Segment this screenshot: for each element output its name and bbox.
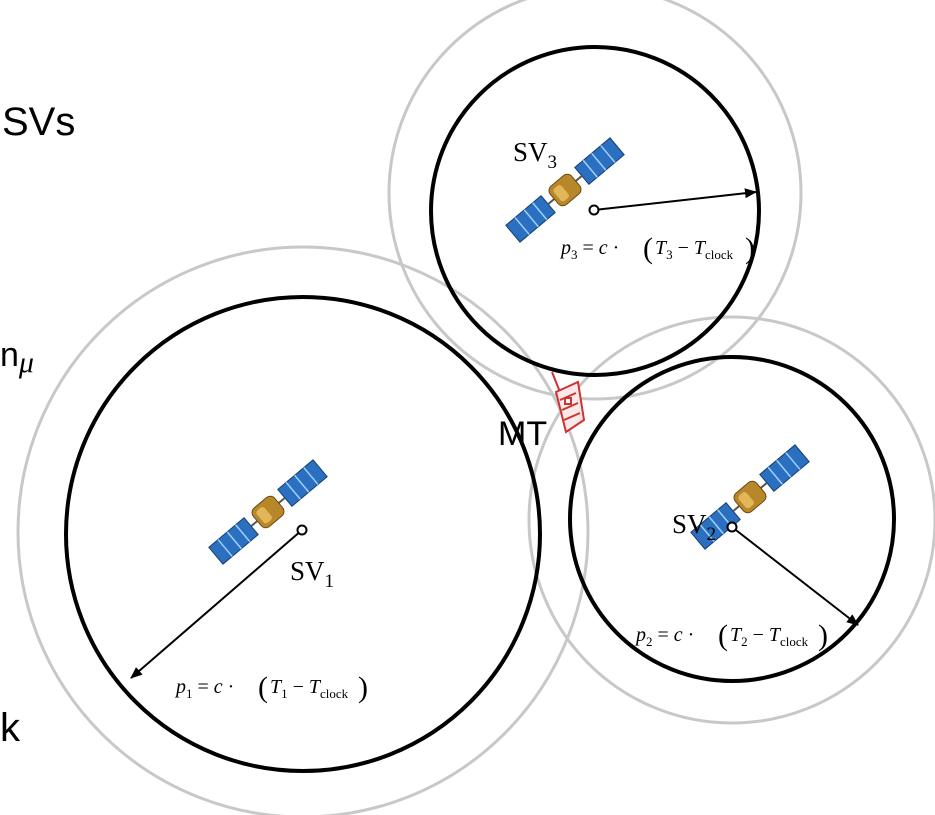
position-marker-sv1 [296,524,308,536]
svg-text:T1 − Tclock: T1 − Tclock [270,676,349,701]
formula-sv2: p2 = c · ( T2 − Tclock ) [634,619,828,652]
position-marker-sv3 [588,204,600,216]
fragment-middle-text: nμ [0,336,34,380]
svg-text:T2 − Tclock: T2 − Tclock [730,624,809,649]
svg-text:): ) [745,232,755,265]
svg-text:(: ( [258,671,268,704]
satellite-label-sv1: SV1 [290,556,334,592]
svg-text:): ) [358,671,368,704]
range-circle-sv2 [568,355,896,683]
range-arrow-sv3 [593,188,757,211]
range-arrow-sv1 [130,529,303,679]
svg-text:p1 = c ·: p1 = c · [174,676,234,701]
satellite-label-sv3: SV3 [513,137,557,173]
range-circle-sv1 [64,295,542,773]
svg-text:(: ( [718,619,728,652]
svg-text:(: ( [643,232,653,265]
outer-range-circle-sv2 [527,315,935,725]
fragment-bottom-text: k [0,706,20,750]
svg-text:p2 = c ·: p2 = c · [634,624,694,649]
outer-range-circle-sv3 [387,0,803,401]
mobile-terminal-icon [551,371,586,434]
svg-text:p3 = c ·: p3 = c · [559,237,619,262]
receiver-label: MT [498,415,547,453]
range-circle-sv3 [429,45,761,377]
outer-range-circle-sv1 [16,245,590,815]
svg-text:T3 − Tclock: T3 − Tclock [655,237,734,262]
formula-sv1: p1 = c · ( T1 − Tclock ) [174,671,368,704]
position-marker-sv2 [726,521,738,533]
satellite-label-sv2: SV2 [672,509,716,545]
fragment-mu-symbol: μ [18,346,34,379]
satellite-icon-sv1 [207,458,329,566]
formula-sv3: p3 = c · ( T3 − Tclock ) [559,232,755,265]
fragment-middle-letter: n [0,336,19,374]
fragment-top-text: SVs [2,100,76,144]
range-arrow-sv2 [731,526,859,626]
svg-text:): ) [818,619,828,652]
